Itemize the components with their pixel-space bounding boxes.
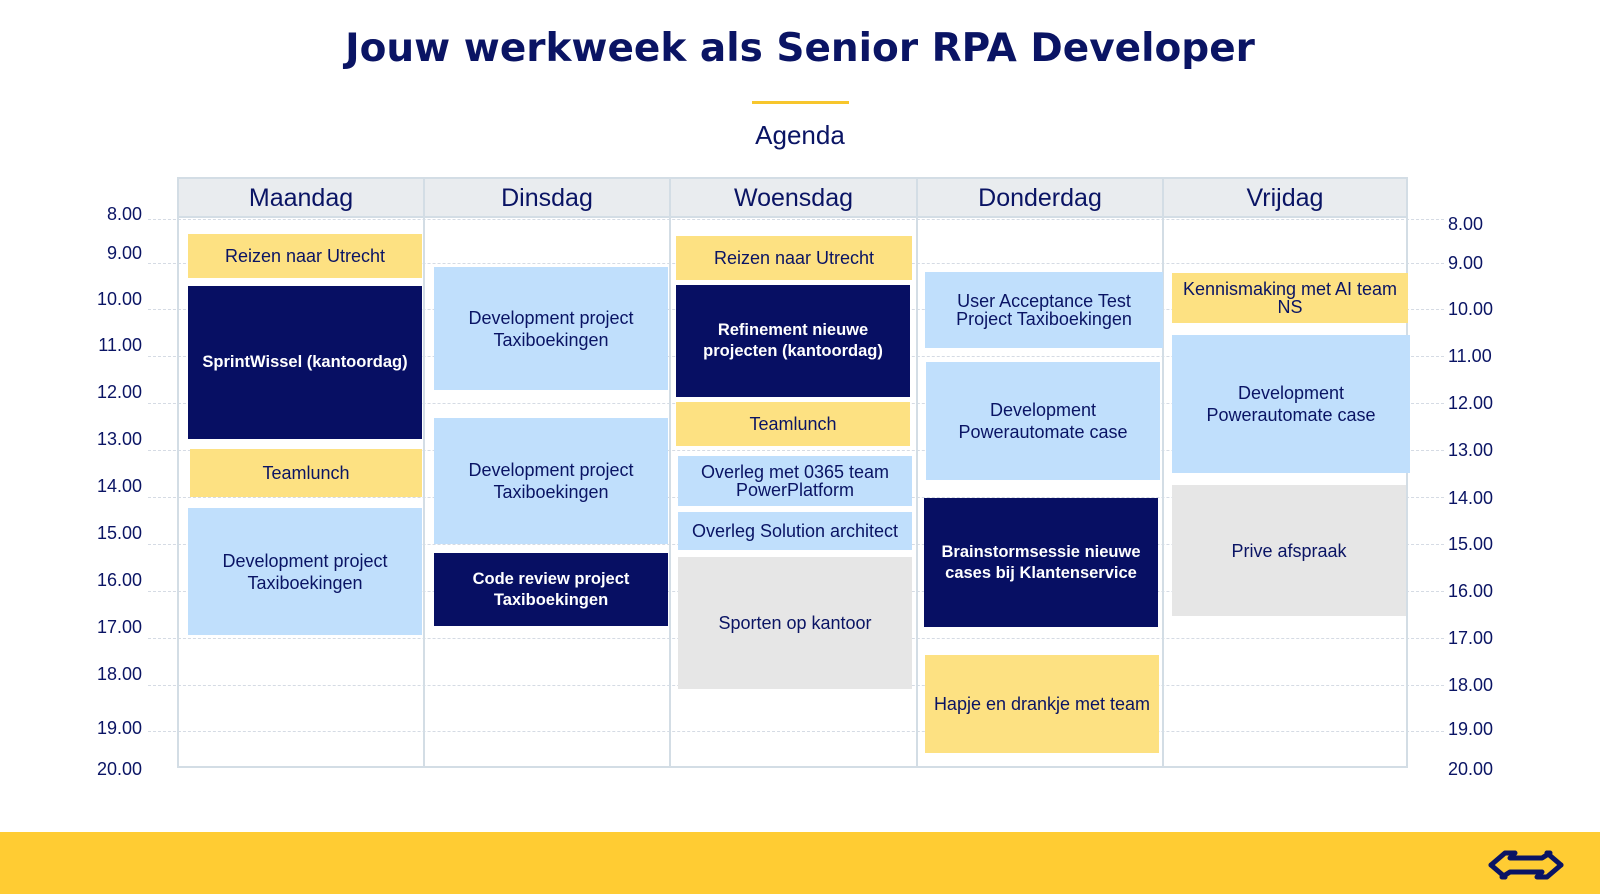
time-label-right: 13.00 [1448,440,1494,460]
event-block[interactable]: Sporten op kantoor [678,557,912,689]
event-block[interactable]: Overleg met 0365 team PowerPlatform [678,456,912,506]
column-divider [669,177,671,768]
time-label-left: 14.00 [96,476,142,496]
time-label-left: 9.00 [106,243,142,263]
title-underline [752,101,849,104]
event-block[interactable]: Development project Taxiboekingen [434,418,668,544]
column-divider [1162,177,1164,768]
agenda-subtitle: Agenda [755,120,845,150]
time-label-right: 19.00 [1448,719,1494,739]
event-block[interactable]: Hapje en drankje met team [925,655,1159,753]
gridline [148,731,1444,732]
event-block[interactable]: Development Powerautomate case [1172,335,1410,473]
column-divider [423,177,425,768]
day-header-maandag: Maandag [179,179,423,218]
event-block[interactable]: Overleg Solution architect [678,512,912,550]
time-label-right: 12.00 [1448,393,1494,413]
time-label-right: 9.00 [1448,253,1484,273]
gridline [148,450,1444,451]
footer-bar [0,832,1600,894]
time-label-right: 20.00 [1448,759,1494,779]
time-label-left: 17.00 [96,617,142,637]
event-block[interactable]: Development project Taxiboekingen [188,508,422,635]
time-label-left: 12.00 [96,382,142,402]
event-block[interactable]: Refinement nieuwe projecten (kantoordag) [676,285,910,397]
gridline [148,219,1444,220]
day-header-vrijdag: Vrijdag [1164,179,1406,218]
time-label-left: 16.00 [96,570,142,590]
event-block[interactable]: Teamlunch [676,402,910,446]
time-label-right: 18.00 [1448,675,1494,695]
event-block[interactable]: Development Powerautomate case [926,362,1160,480]
event-block[interactable]: SprintWissel (kantoordag) [188,286,422,439]
time-label-right: 10.00 [1448,299,1494,319]
event-block[interactable]: Brainstormsessie nieuwe cases bij Klante… [924,498,1158,627]
event-block[interactable]: Prive afspraak [1172,485,1406,616]
event-block[interactable]: Kennismaking met AI team NS [1172,273,1408,323]
time-label-right: 15.00 [1448,534,1494,554]
time-label-left: 15.00 [96,523,142,543]
time-label-left: 20.00 [96,759,142,779]
event-block[interactable]: Reizen naar Utrecht [188,234,422,278]
time-label-left: 13.00 [96,429,142,449]
event-block[interactable]: Reizen naar Utrecht [676,236,912,280]
time-label-left: 19.00 [96,718,142,738]
page-title: Jouw werkweek als Senior RPA Developer [345,26,1255,71]
time-label-right: 11.00 [1448,346,1492,366]
time-label-right: 16.00 [1448,581,1494,601]
event-block[interactable]: Code review project Taxiboekingen [434,553,668,626]
event-block[interactable]: User Acceptance Test Project Taxiboeking… [925,272,1163,348]
time-label-left: 18.00 [96,664,142,684]
time-label-left: 8.00 [106,204,142,224]
column-divider [916,177,918,768]
day-header-donderdag: Donderdag [918,179,1162,218]
day-header-dinsdag: Dinsdag [425,179,669,218]
event-block[interactable]: Teamlunch [190,449,422,497]
time-label-left: 10.00 [96,289,142,309]
time-label-left: 11.00 [98,335,142,355]
time-label-right: 17.00 [1448,628,1494,648]
time-label-right: 14.00 [1448,488,1494,508]
day-header-woensdag: Woensdag [671,179,916,218]
ns-logo-icon [1488,850,1564,880]
event-block[interactable]: Development project Taxiboekingen [434,267,668,390]
time-label-right: 8.00 [1448,214,1484,234]
